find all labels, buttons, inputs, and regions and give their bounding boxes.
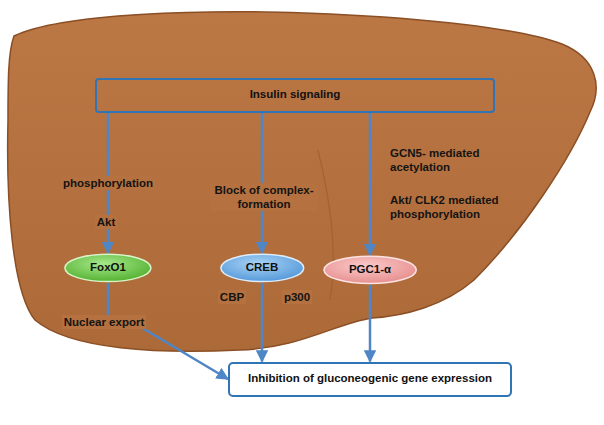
arrow-connector	[369, 285, 372, 362]
coactivator-label: p300	[282, 290, 312, 304]
process-label: GCN5- mediated acetylation	[388, 146, 532, 175]
factor-ellipse: CREB	[220, 253, 305, 283]
factor-ellipse: FoxO1	[64, 253, 152, 283]
kinase-label: Akt	[95, 215, 118, 229]
process-label: Akt/ CLK2 mediated phosphorylation	[388, 193, 532, 222]
node-text: PGC1-α	[349, 263, 391, 277]
node-text: Inhibition of gluconeogenic gene express…	[248, 372, 492, 386]
liver-outline	[8, 12, 596, 351]
signal-box: Insulin signaling	[95, 78, 495, 113]
outcome-box: Inhibition of gluconeogenic gene express…	[228, 362, 512, 397]
process-label: phosphorylation	[61, 176, 155, 190]
node-text: FoxO1	[90, 261, 126, 275]
arrow-connector	[261, 283, 264, 362]
process-label: Nuclear export	[62, 315, 147, 329]
process-label: Block of complex- formation	[210, 183, 318, 212]
factor-ellipse: PGC1-α	[323, 255, 417, 285]
coactivator-label: CBP	[218, 290, 246, 304]
node-text: Insulin signaling	[250, 88, 341, 102]
arrow-connector	[108, 283, 228, 379]
arrow-connector	[369, 113, 372, 256]
node-text: CREB	[246, 261, 279, 275]
